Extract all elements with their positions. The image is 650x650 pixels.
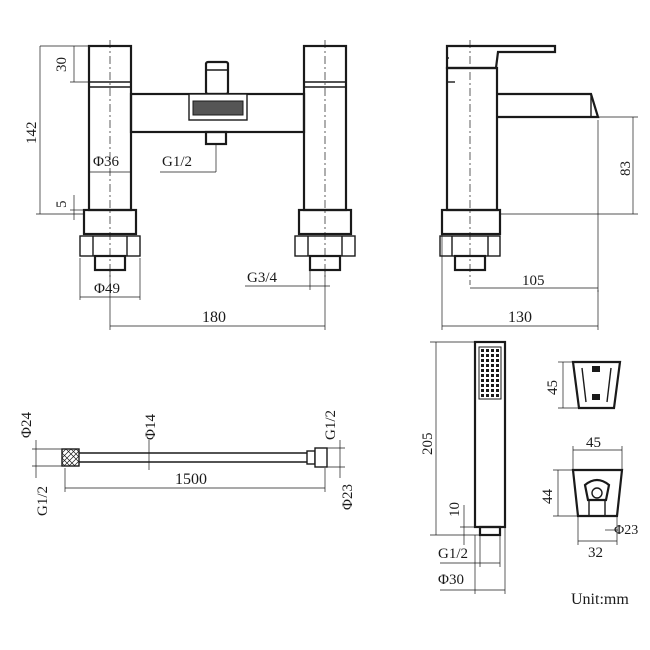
spray-dot bbox=[481, 389, 484, 392]
spray-dot bbox=[491, 364, 494, 367]
unit-label: Unit:mm bbox=[571, 591, 629, 608]
spray-dot bbox=[481, 359, 484, 362]
spray-dot bbox=[486, 389, 489, 392]
side-handle bbox=[445, 44, 557, 70]
dim-dia-base: Φ49 bbox=[94, 281, 120, 297]
dim-handset-length: 205 bbox=[420, 433, 436, 456]
dim-dia-body: Φ36 bbox=[93, 154, 119, 170]
spray-dot bbox=[496, 349, 499, 352]
dim-handset-dia: Φ30 bbox=[438, 572, 464, 588]
dim-holder-width: 45 bbox=[586, 435, 601, 451]
spray-dot bbox=[491, 379, 494, 382]
spray-dot bbox=[496, 384, 499, 387]
handset-end bbox=[478, 525, 502, 537]
dim-centres: 180 bbox=[202, 309, 226, 326]
handset-view: 205 10 G1/2 Φ30 bbox=[420, 340, 507, 594]
hose-view: Φ24 Φ14 G1/2 G1/2 1500 Φ23 bbox=[19, 410, 356, 516]
spray-dot bbox=[486, 379, 489, 382]
dim-depth: 130 bbox=[508, 309, 532, 326]
hose-right-cone bbox=[306, 450, 316, 465]
spray-dot bbox=[486, 384, 489, 387]
spray-dot bbox=[486, 374, 489, 377]
spray-dot bbox=[486, 354, 489, 357]
handset-spray-face bbox=[478, 346, 502, 400]
holder-front bbox=[571, 468, 624, 518]
spray-dot bbox=[481, 364, 484, 367]
spray-dot bbox=[486, 349, 489, 352]
spray-dot bbox=[481, 369, 484, 372]
holder-view: 45 45 44 Φ23 32 bbox=[540, 360, 638, 561]
spray-dot bbox=[496, 379, 499, 382]
spray-dot bbox=[491, 349, 494, 352]
spray-dot bbox=[491, 394, 494, 397]
dim-hose-length: 1500 bbox=[175, 471, 207, 488]
spray-dot bbox=[491, 354, 494, 357]
hose-right-nut bbox=[314, 447, 328, 468]
spray-dot bbox=[491, 369, 494, 372]
holder-cradle bbox=[583, 478, 611, 502]
spray-dot bbox=[496, 394, 499, 397]
side-spout bbox=[497, 92, 600, 119]
dim-dia-hose: Φ14 bbox=[143, 414, 159, 440]
dim-handset-end: 10 bbox=[447, 502, 463, 517]
dim-thread-spout: G1/2 bbox=[162, 154, 192, 170]
spray-dot bbox=[481, 354, 484, 357]
dim-handset-thread: G1/2 bbox=[438, 546, 468, 562]
spray-dot bbox=[491, 359, 494, 362]
dim-height-top: 30 bbox=[54, 57, 70, 72]
spray-dot bbox=[496, 354, 499, 357]
spray-dot bbox=[486, 369, 489, 372]
spray-dot bbox=[481, 349, 484, 352]
holder-hole bbox=[591, 487, 603, 499]
spray-dot bbox=[491, 389, 494, 392]
spray-dot bbox=[496, 369, 499, 372]
spray-dot bbox=[486, 359, 489, 362]
spray-dot bbox=[491, 374, 494, 377]
side-base bbox=[440, 208, 502, 236]
spray-dot bbox=[496, 389, 499, 392]
spray-dot bbox=[496, 364, 499, 367]
spray-dot bbox=[481, 384, 484, 387]
spray-dot bbox=[486, 364, 489, 367]
spray-dot bbox=[496, 374, 499, 377]
dim-height-total: 142 bbox=[24, 122, 40, 145]
hose-left-nut bbox=[61, 448, 80, 467]
spray-dot bbox=[486, 394, 489, 397]
hose-outlet bbox=[204, 130, 228, 146]
spray-dot bbox=[496, 359, 499, 362]
dim-thread-left: G1/2 bbox=[35, 486, 51, 516]
spray-dot bbox=[481, 394, 484, 397]
spray-dot bbox=[481, 374, 484, 377]
dim-holder-base: 32 bbox=[588, 545, 603, 561]
dim-holder-side-height: 45 bbox=[545, 380, 561, 395]
dim-spout-reach: 105 bbox=[522, 273, 545, 289]
dim-gap: 5 bbox=[54, 201, 70, 209]
dim-thread-inlet: G3/4 bbox=[247, 270, 278, 286]
dim-thread-right: G1/2 bbox=[323, 410, 339, 440]
front-view: 30 142 5 Φ36 G1/2 Φ49 G3/4 180 bbox=[24, 40, 356, 330]
dim-holder-dia: Φ23 bbox=[614, 523, 638, 538]
dim-holder-height: 44 bbox=[540, 489, 556, 505]
holder-side bbox=[571, 360, 622, 410]
dim-spout-height: 83 bbox=[618, 161, 634, 176]
dim-dia-nut: Φ24 bbox=[19, 412, 35, 438]
spray-dot bbox=[491, 384, 494, 387]
diverter-knob bbox=[204, 60, 230, 96]
diverter-mesh bbox=[192, 100, 244, 116]
holder-side-slot bbox=[592, 366, 600, 372]
spray-dot bbox=[481, 379, 484, 382]
dim-dia-right: Φ23 bbox=[340, 484, 356, 510]
side-view: 83 105 130 bbox=[439, 40, 638, 330]
side-body bbox=[445, 66, 499, 212]
